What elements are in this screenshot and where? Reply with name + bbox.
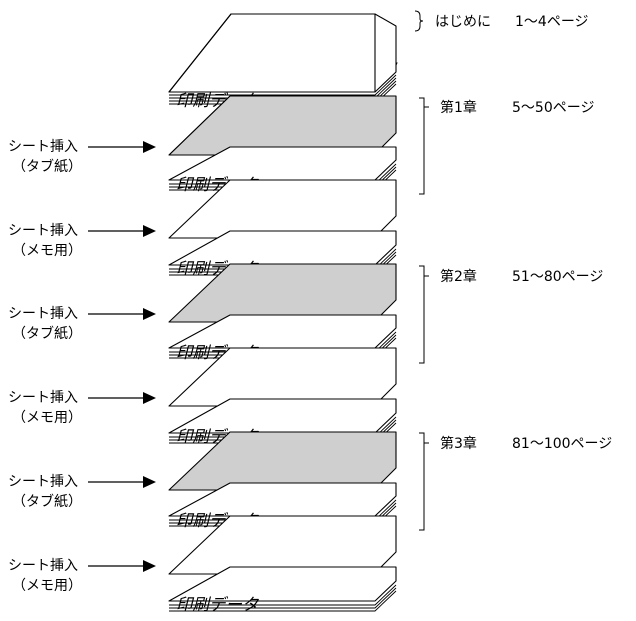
section-intro: はじめに 1〜4ページ xyxy=(414,10,589,32)
bracket-icon xyxy=(419,97,429,195)
section-chapter3: 第3章 81〜100ページ xyxy=(419,432,612,531)
insert-label-6: シート挿入 （メモ用） xyxy=(8,558,156,594)
section-chapter1: 第1章 5〜50ページ xyxy=(419,97,594,195)
bracket-icon xyxy=(419,265,429,364)
insert-label-5: シート挿入 （タブ紙） xyxy=(8,474,156,510)
arrow-head-icon xyxy=(143,392,156,404)
insert-title: シート挿入 xyxy=(8,306,78,322)
insert-title: シート挿入 xyxy=(8,139,78,155)
section-label: 第3章 xyxy=(440,435,477,452)
arrow-head-icon xyxy=(143,225,156,237)
section-label: 第1章 xyxy=(440,99,477,116)
insert-type: （タブ紙） xyxy=(12,158,82,175)
insert-title: シート挿入 xyxy=(8,223,78,239)
insert-label-2: シート挿入 （メモ用） xyxy=(8,223,156,259)
print-stack-final: 印刷データ xyxy=(168,566,397,614)
print-data-label: 印刷データ xyxy=(176,595,260,614)
insert-title: シート挿入 xyxy=(8,474,78,490)
arrow-head-icon xyxy=(143,476,156,488)
section-chapter2: 第2章 51〜80ページ xyxy=(419,265,603,364)
bracket-icon xyxy=(419,432,429,531)
section-label: はじめに xyxy=(435,14,491,30)
insert-label-1: シート挿入 （タブ紙） xyxy=(8,139,156,175)
insert-type: （メモ用） xyxy=(12,410,82,426)
section-pages: 1〜4ページ xyxy=(515,14,589,30)
section-label: 第2章 xyxy=(440,268,477,285)
section-pages: 81〜100ページ xyxy=(512,436,612,452)
insert-title: シート挿入 xyxy=(8,390,78,406)
insert-label-3: シート挿入 （タブ紙） xyxy=(8,306,156,342)
insert-label-4: シート挿入 （メモ用） xyxy=(8,390,156,426)
insert-type: （タブ紙） xyxy=(12,493,82,510)
section-pages: 5〜50ページ xyxy=(512,100,594,116)
section-pages: 51〜80ページ xyxy=(512,269,603,285)
brace-icon xyxy=(414,10,424,32)
arrow-head-icon xyxy=(143,308,156,320)
print-stack-intro: 印刷データ xyxy=(168,13,398,110)
arrow-head-icon xyxy=(143,141,156,153)
insert-type: （メモ用） xyxy=(12,243,82,259)
insert-title: シート挿入 xyxy=(8,558,78,574)
insert-type: （タブ紙） xyxy=(12,325,82,342)
arrow-head-icon xyxy=(143,560,156,572)
insert-type: （メモ用） xyxy=(12,578,82,594)
